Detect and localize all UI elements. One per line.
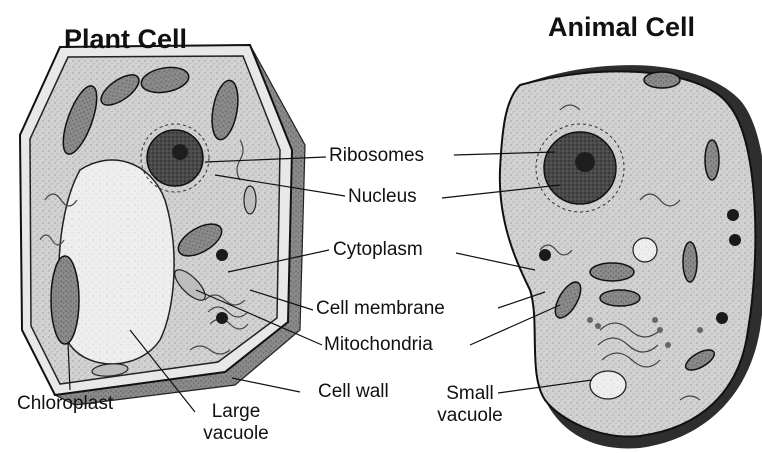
large-vacuole-label-line1: Large — [196, 401, 276, 423]
plant-cell — [20, 45, 305, 405]
nucleus-label: Nucleus — [348, 186, 417, 208]
small-vacuole — [590, 371, 626, 399]
cell-wall-label: Cell wall — [318, 381, 389, 403]
animal-vacuole-2 — [633, 238, 657, 262]
animal-cytoplasm — [500, 71, 756, 436]
small-vacuole-label: Small vacuole — [430, 383, 510, 427]
large-vacuole-label: Large vacuole — [196, 401, 276, 445]
cytoplasm-label: Cytoplasm — [333, 239, 423, 261]
plant-nucleus — [141, 124, 209, 192]
cell-wall-line — [232, 378, 300, 392]
animal-cell-title: Animal Cell — [548, 12, 695, 43]
plant-cell-title: Plant Cell — [64, 24, 187, 55]
mitochondria-label: Mitochondria — [324, 334, 433, 356]
large-vacuole-label-line2: vacuole — [196, 423, 276, 445]
small-vacuole-label-line2: vacuole — [430, 405, 510, 427]
ribosomes-label: Ribosomes — [329, 145, 424, 167]
chloroplast-label: Chloroplast — [17, 393, 113, 415]
small-vacuole-label-line1: Small — [430, 383, 510, 405]
cell-membrane-label: Cell membrane — [316, 298, 445, 320]
animal-cell — [500, 65, 762, 448]
large-vacuole — [59, 160, 174, 364]
